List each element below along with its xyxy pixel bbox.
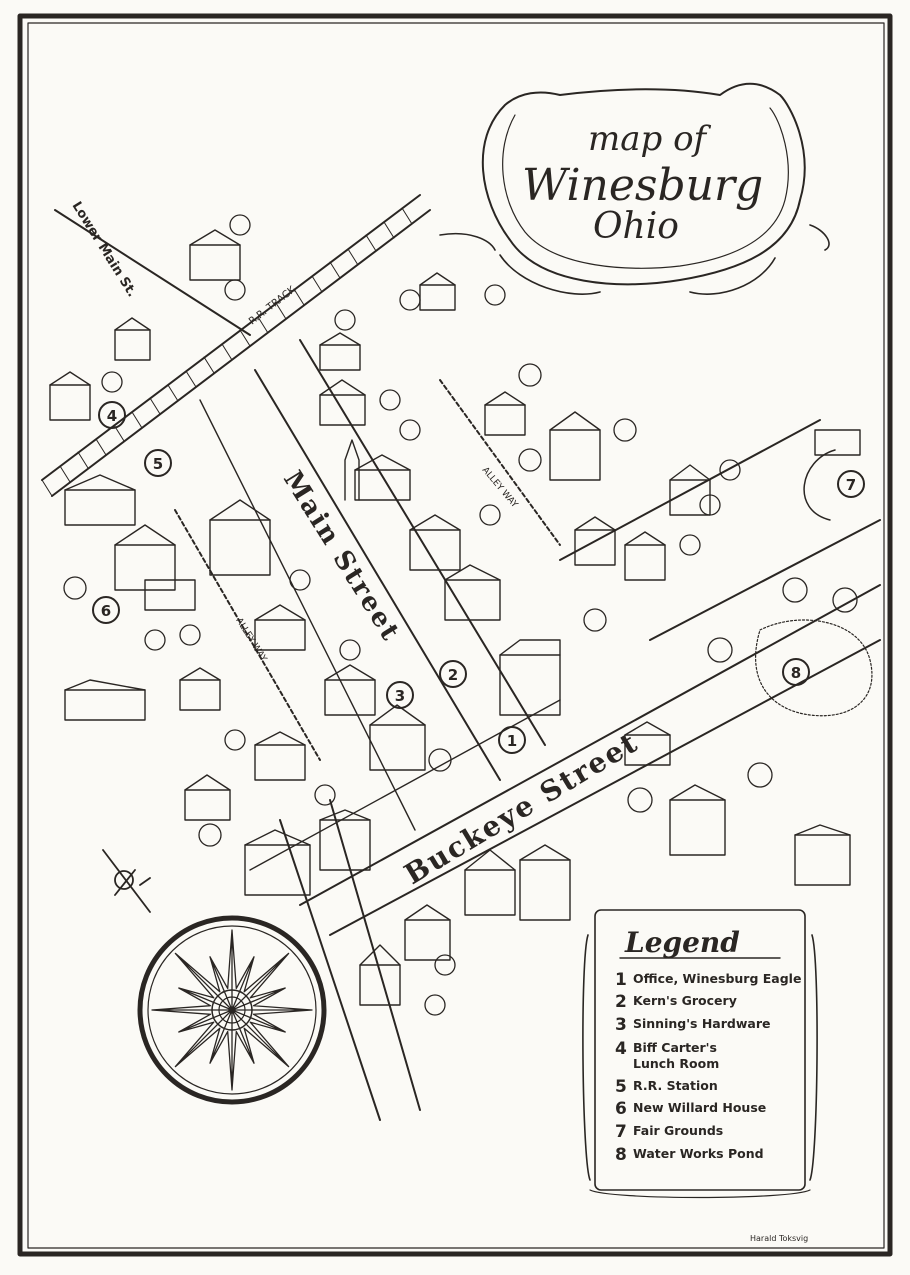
svg-text:Kern's Grocery: Kern's Grocery: [633, 993, 737, 1008]
svg-text:3: 3: [395, 687, 405, 705]
svg-text:New Willard House: New Willard House: [633, 1100, 766, 1115]
rr-track-label: R.R. TRACK: [247, 284, 298, 327]
legend-item-2: 2 Kern's Grocery: [615, 992, 737, 1012]
marker-7: 7: [837, 470, 865, 498]
svg-text:2: 2: [448, 666, 458, 684]
alley-label-east: ALLEY WAY: [480, 466, 520, 511]
svg-text:Lunch Room: Lunch Room: [633, 1056, 719, 1071]
street-network: [41, 194, 881, 1121]
svg-text:Fair Grounds: Fair Grounds: [633, 1123, 723, 1138]
marker-1: 1: [498, 726, 526, 754]
legend-item-5: 5 R.R. Station: [615, 1077, 718, 1097]
title-line-1: map of: [588, 119, 712, 159]
svg-text:R.R. Station: R.R. Station: [633, 1078, 718, 1093]
title-line-2: Winesburg: [522, 160, 763, 211]
title-cartouche: map of Winesburg Ohio: [439, 82, 830, 295]
svg-text:6: 6: [615, 1099, 627, 1119]
svg-text:7: 7: [846, 476, 856, 494]
svg-text:2: 2: [615, 992, 627, 1012]
legend-item-3: 3 Sinning's Hardware: [615, 1015, 770, 1035]
legend-item-6: 6 New Willard House: [615, 1099, 766, 1119]
svg-text:7: 7: [615, 1122, 627, 1142]
compass-rose: [137, 915, 327, 1105]
lower-main-street-label: Lower Main St.: [69, 199, 140, 300]
svg-text:1: 1: [615, 970, 627, 990]
svg-text:Biff Carter's: Biff Carter's: [633, 1040, 717, 1055]
water-works-pond: [755, 619, 873, 717]
legend-item-1: 1 Office, Winesburg Eagle: [615, 970, 801, 990]
buildings: [49, 229, 861, 1006]
svg-text:8: 8: [615, 1145, 627, 1165]
svg-text:5: 5: [615, 1077, 627, 1097]
legend-panel: Legend 1 Office, Winesburg Eagle 2 Kern'…: [582, 909, 818, 1199]
svg-text:4: 4: [107, 407, 117, 425]
svg-text:4: 4: [615, 1039, 627, 1059]
alley-label-west: ALLEY WAY: [233, 616, 268, 664]
svg-text:5: 5: [153, 455, 163, 473]
svg-text:Water Works Pond: Water Works Pond: [633, 1146, 764, 1161]
fair-grounds-track: [803, 449, 836, 521]
svg-text:Sinning's Hardware: Sinning's Hardware: [633, 1016, 770, 1031]
svg-text:6: 6: [101, 602, 111, 620]
legend-item-4: 4 Biff Carter's Lunch Room: [615, 1039, 719, 1071]
trees: [63, 214, 858, 1016]
marker-6: 6: [92, 596, 120, 624]
svg-text:3: 3: [615, 1015, 627, 1035]
marker-3: 3: [386, 681, 414, 709]
marker-4: 4: [98, 401, 126, 429]
marker-5: 5: [144, 449, 172, 477]
marker-8: 8: [782, 658, 810, 686]
legend-item-7: 7 Fair Grounds: [615, 1122, 723, 1142]
map-border: [17, 13, 893, 1257]
svg-text:1: 1: [507, 732, 517, 750]
svg-text:Office, Winesburg Eagle: Office, Winesburg Eagle: [633, 971, 801, 986]
north-arrow-icon: [102, 849, 151, 913]
legend-item-8: 8 Water Works Pond: [615, 1145, 764, 1165]
title-line-3: Ohio: [593, 206, 679, 247]
legend-heading: Legend: [624, 926, 740, 959]
artist-signature: Harald Toksvig: [750, 1234, 808, 1243]
marker-2: 2: [439, 660, 467, 688]
svg-text:8: 8: [791, 664, 801, 682]
